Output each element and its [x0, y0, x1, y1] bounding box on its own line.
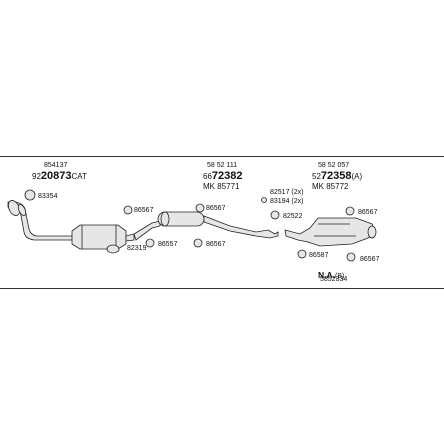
label-82517: 82517 (2x)	[270, 189, 304, 196]
right-pn-suffix: (A)	[351, 172, 363, 181]
mid-mk-label: MK 85771	[203, 182, 240, 191]
mid-ref-number: 58 52 111	[207, 162, 238, 169]
label-83194: 83194 (2x)	[270, 198, 304, 205]
na-text: N.A.	[318, 270, 335, 280]
catalytic-converter	[71, 224, 135, 250]
left-pn-bold: 20873	[40, 170, 72, 182]
label-86557: 86557	[158, 241, 178, 248]
left-ref-number: 854137	[44, 162, 68, 169]
label-83354: 83354	[38, 193, 58, 200]
middle-silencer	[133, 211, 279, 241]
right-pn-bold: 72358	[320, 170, 352, 182]
left-pn-suffix: CAT	[71, 172, 87, 181]
label-86567-a: 86567	[134, 207, 154, 214]
mid-pn-bold: 72382	[211, 170, 243, 182]
bottom-divider	[0, 288, 444, 289]
label-86567-d: 86567	[358, 209, 378, 216]
left-pn-prefix: 92	[32, 172, 41, 181]
mid-part-number: 6672382	[203, 171, 243, 182]
mid-pn-prefix: 66	[203, 172, 212, 181]
top-divider	[0, 156, 444, 157]
na-ref-number: 5852334	[320, 276, 348, 283]
label-82319: 82319	[127, 245, 147, 252]
label-86567-c: 86567	[206, 241, 226, 248]
rear-silencer	[284, 217, 377, 247]
left-part-number: 9220873CAT	[32, 171, 87, 182]
label-86567-b: 86567	[206, 205, 226, 212]
label-86587: 86587	[309, 252, 329, 259]
right-ref-number: 58 52 057	[318, 162, 350, 169]
front-downpipe	[7, 200, 79, 241]
clamps	[24, 189, 356, 262]
right-pn-prefix: 52	[312, 172, 321, 181]
label-82522: 82522	[283, 213, 303, 220]
na-label: N.A.(B)	[318, 266, 344, 282]
right-mk-label: MK 85772	[312, 182, 349, 191]
na-suffix: (B)	[335, 273, 345, 280]
right-part-number: 5272358(A)	[312, 171, 362, 182]
label-86567-e: 86567	[360, 256, 380, 263]
